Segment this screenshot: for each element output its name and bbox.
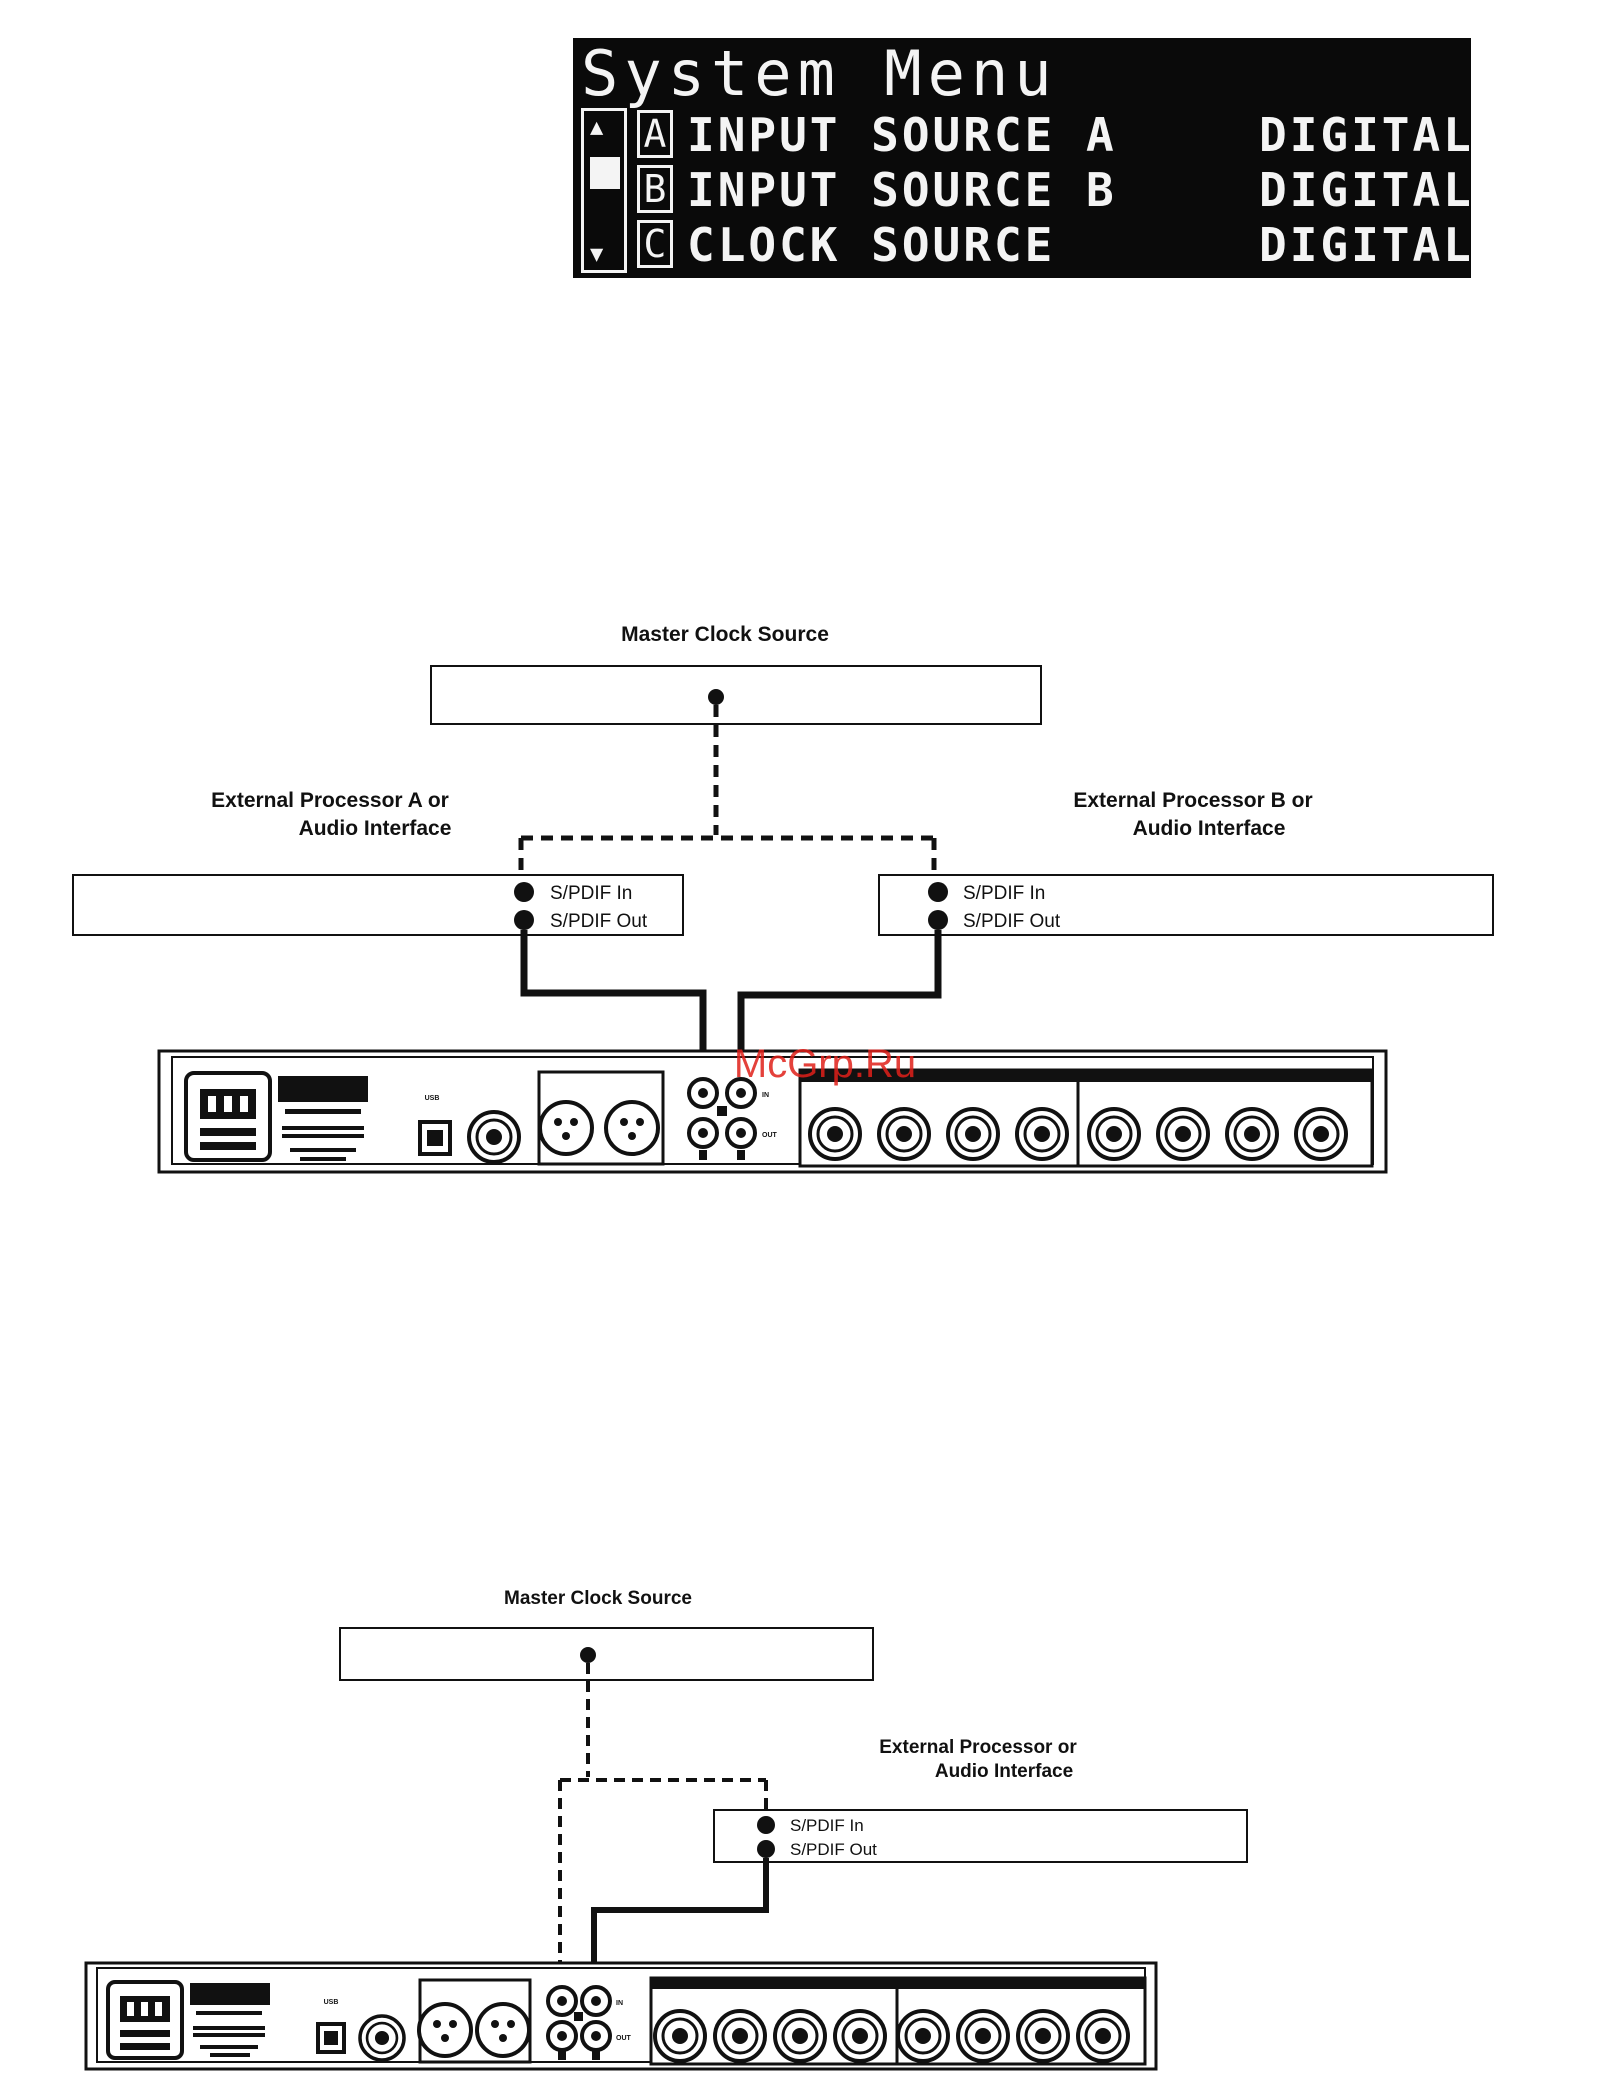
- system-menu-title: System Menu: [581, 37, 1058, 110]
- processor-a-label-line2: Audio Interface: [299, 817, 452, 840]
- spdif-in-label: IN: [762, 1092, 769, 1099]
- spdif-out-b-icon: [725, 1117, 757, 1149]
- clock-distribution-lines: [558, 1663, 768, 1995]
- menu-row-value: DIGITAL: [1259, 218, 1474, 272]
- scroll-up-icon: ▲: [590, 115, 604, 140]
- analog-jack-6-icon: [956, 2009, 1010, 2063]
- usb-label: USB: [425, 1095, 440, 1102]
- rear-panel-1: USB IN OUT: [157, 1049, 1388, 1174]
- processor-spdif-in-label: S/PDIF In: [790, 1816, 864, 1835]
- menu-key-c[interactable]: C: [637, 220, 673, 268]
- processor-a-box: [72, 874, 684, 936]
- spdif-cables: [520, 930, 942, 1082]
- master-clock-box: [430, 665, 1042, 725]
- analog-jack-4-icon: [1015, 1107, 1069, 1161]
- processor-b-spdif-in-label: S/PDIF In: [963, 883, 1045, 904]
- midi-thru-icon: [475, 2002, 531, 2058]
- processor-a-spdif-in-port: [514, 882, 534, 902]
- master-clock-label: Master Clock Source: [504, 1588, 692, 1609]
- processor-b-label-line1: External Processor B or: [1073, 789, 1312, 812]
- rear-panel-2: USB IN OUT: [84, 1961, 1158, 2071]
- processor-b-spdif-out-label: S/PDIF Out: [963, 911, 1061, 932]
- menu-row-input-source-a[interactable]: A INPUT SOURCE A DIGITAL: [637, 108, 1471, 162]
- master-clock-port: [708, 689, 724, 705]
- spdif-out-label: OUT: [616, 2035, 632, 2042]
- scroll-down-icon: ▼: [590, 242, 604, 267]
- processor-label-line1: External Processor or: [879, 1737, 1077, 1758]
- menu-row-input-source-b[interactable]: B INPUT SOURCE B DIGITAL: [637, 163, 1471, 217]
- spdif-out-b-icon: [580, 2020, 612, 2052]
- master-clock-box: [339, 1627, 874, 1681]
- diagram-two-processors: Master Clock Source External Processor A…: [72, 623, 1494, 1174]
- processor-a-spdif-in-label: S/PDIF In: [550, 883, 632, 904]
- analog-jack-6-icon: [1156, 1107, 1210, 1161]
- system-menu-display: System Menu ▲ ▼ A INPUT SOURCE A DIGITAL…: [573, 38, 1471, 278]
- power-inlet-icon: [184, 1071, 272, 1162]
- analog-jack-8-icon: [1076, 2009, 1130, 2063]
- spdif-cable: [591, 1858, 769, 1995]
- footswitch-jack-icon: [358, 2014, 406, 2062]
- analog-jack-5-icon: [896, 2009, 950, 2063]
- spdif-out-a-icon: [546, 2020, 578, 2052]
- midi-in-icon: [538, 1100, 594, 1156]
- menu-scrollbar: ▲ ▼: [581, 108, 627, 273]
- watermark: McGrp.Ru: [734, 1042, 916, 1086]
- processor-label-line2: Audio Interface: [935, 1761, 1073, 1782]
- analog-jack-1-icon: [808, 1107, 862, 1161]
- scroll-thumb: [590, 157, 620, 189]
- spdif-connectors: IN OUT: [546, 1985, 632, 2060]
- menu-row-label: CLOCK SOURCE: [687, 218, 1056, 272]
- menu-row-clock-source[interactable]: C CLOCK SOURCE DIGITAL: [637, 218, 1471, 272]
- diagram-single-processor: Master Clock Source External Processor o…: [84, 1588, 1248, 2071]
- spdif-connectors: IN OUT: [687, 1077, 778, 1160]
- processor-a-label-line1: External Processor A or: [211, 789, 449, 812]
- footswitch-jack-icon: [467, 1110, 521, 1164]
- spdif-out-label: OUT: [762, 1132, 778, 1139]
- spdif-in-label: IN: [616, 2000, 623, 2007]
- analog-jack-5-icon: [1087, 1107, 1141, 1161]
- menu-row-value: DIGITAL: [1259, 108, 1474, 162]
- processor-b-spdif-out-port: [928, 910, 948, 930]
- analog-jack-7-icon: [1016, 2009, 1070, 2063]
- spdif-out-a-icon: [687, 1117, 719, 1149]
- analog-jack-7-icon: [1225, 1107, 1279, 1161]
- menu-key-b[interactable]: B: [637, 165, 673, 213]
- analog-jack-3-icon: [946, 1107, 1000, 1161]
- spdif-in-a-icon: [546, 1985, 578, 2017]
- menu-row-value: DIGITAL: [1259, 163, 1474, 217]
- analog-jack-1-icon: [653, 2009, 707, 2063]
- analog-jack-2-icon: [877, 1107, 931, 1161]
- brand-logo: [278, 1076, 368, 1161]
- usb-label: USB: [324, 1999, 339, 2006]
- clock-distribution-lines: [518, 705, 937, 888]
- spdif-in-a-icon: [687, 1077, 719, 1109]
- processor-b-label-line2: Audio Interface: [1133, 817, 1286, 840]
- analog-jack-3-icon: [773, 2009, 827, 2063]
- midi-thru-icon: [604, 1100, 660, 1156]
- processor-b-spdif-in-port: [928, 882, 948, 902]
- processor-a-spdif-out-label: S/PDIF Out: [550, 911, 648, 932]
- power-inlet-icon: [106, 1980, 184, 2060]
- menu-row-label: INPUT SOURCE A: [687, 108, 1117, 162]
- processor-a-spdif-out-port: [514, 910, 534, 930]
- processor-b-box: [878, 874, 1494, 936]
- analog-jack-2-icon: [713, 2009, 767, 2063]
- processor-spdif-out-label: S/PDIF Out: [790, 1840, 877, 1859]
- analog-jack-4-icon: [833, 2009, 887, 2063]
- processor-spdif-out-port: [757, 1840, 775, 1858]
- menu-row-label: INPUT SOURCE B: [687, 163, 1117, 217]
- brand-logo: [190, 1983, 270, 2057]
- spdif-in-b-icon: [580, 1985, 612, 2017]
- master-clock-port: [580, 1647, 596, 1663]
- processor-box: [713, 1809, 1248, 1863]
- analog-jack-8-icon: [1294, 1107, 1348, 1161]
- menu-key-a[interactable]: A: [637, 110, 673, 158]
- master-clock-label: Master Clock Source: [621, 623, 829, 646]
- processor-spdif-in-port: [757, 1816, 775, 1834]
- midi-in-icon: [417, 2002, 473, 2058]
